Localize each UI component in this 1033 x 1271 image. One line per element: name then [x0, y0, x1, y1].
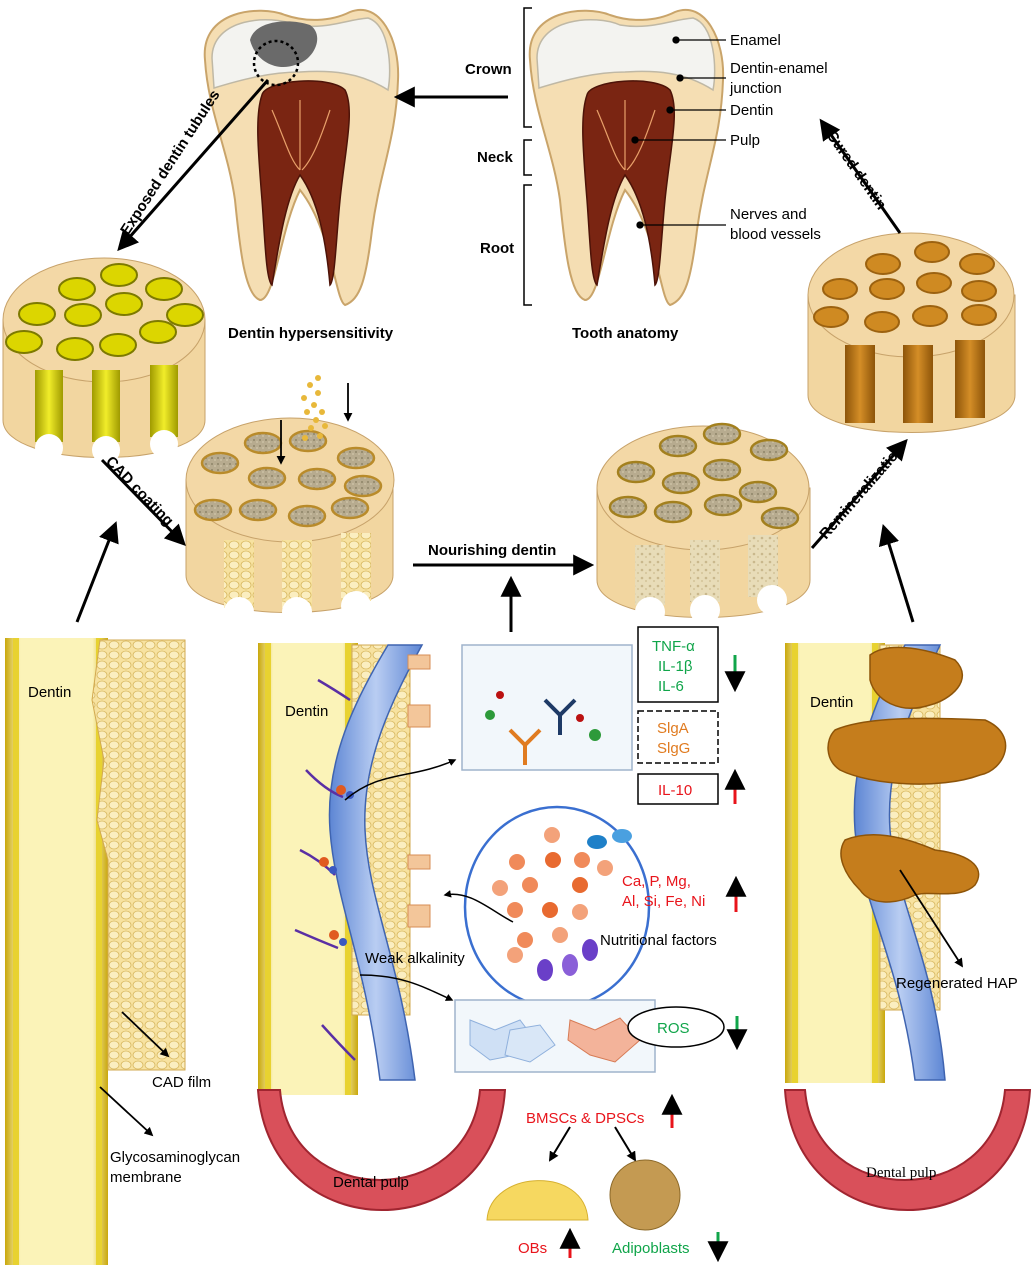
arrow-cad-coating: [100, 458, 186, 547]
label-nerves-2: blood vessels: [730, 226, 821, 243]
cylinder-exposed-tubules: [2, 257, 206, 464]
cytokines-box: [637, 626, 719, 703]
label-dental-pulp-mid: Dental pulp: [333, 1174, 409, 1191]
tooth-anatomy: [528, 8, 725, 307]
adipoblast-cell: [609, 1159, 681, 1231]
label-dej-2: junction: [729, 80, 782, 97]
label-adipoblasts: Adipoblasts: [612, 1240, 690, 1257]
ros-ellipse: [627, 1006, 725, 1048]
label-il10: IL-10: [658, 782, 692, 799]
label-tnf: TNF-α: [652, 638, 695, 655]
label-exposed-tubules: Exposed dentin tubules: [117, 87, 223, 238]
panel-left: [5, 638, 186, 1265]
label-tooth-anatomy: Tooth anatomy: [572, 325, 679, 342]
arrow-remineralization: [810, 438, 908, 549]
arrow-up-right: [878, 523, 915, 623]
cylinder-nourished: [596, 422, 811, 627]
label-dentin-right: Dentin: [810, 694, 853, 711]
antibodies-box: [637, 710, 719, 764]
label-cad-coating: CAD coating: [102, 453, 177, 530]
label-cad-film: CAD film: [152, 1074, 211, 1091]
label-il1b: IL-1β: [658, 658, 693, 675]
label-remineralization: Remineralization: [816, 441, 908, 543]
curve-arrow-nutrition: [443, 890, 514, 923]
exposed-area-marker: [252, 39, 300, 87]
label-nerves-1: Nerves and: [730, 206, 807, 223]
ob-cell: [486, 1180, 589, 1221]
label-gag-1: Glycosaminoglycan: [110, 1149, 240, 1166]
cylinder-cad-coating: [185, 375, 395, 627]
label-il6: IL-6: [658, 678, 684, 695]
label-obs: OBs: [518, 1240, 547, 1257]
label-gag-2: membrane: [110, 1169, 182, 1186]
cylinder-cured: [807, 232, 1016, 433]
label-nutritional-factors: Nutritional factors: [600, 932, 717, 949]
label-root: Root: [480, 240, 514, 257]
stem-cells: [469, 1017, 641, 1063]
label-enamel: Enamel: [730, 32, 781, 49]
arrow-to-adipo: [614, 1126, 637, 1162]
label-weak-alkalinity: Weak alkalinity: [365, 950, 465, 967]
il10-box: [637, 773, 719, 805]
arrow-gag: [99, 1086, 154, 1137]
antibody-icons: [485, 691, 601, 765]
label-siga: SlgA: [657, 720, 689, 737]
label-sigg: SlgG: [657, 740, 690, 757]
arrow-cured: [819, 118, 902, 234]
arrow-hap: [899, 869, 963, 968]
label-stem-cells: BMSCs & DPSCs: [526, 1110, 644, 1127]
label-dej-1: Dentin-enamel: [730, 60, 828, 77]
cytokine-box: [461, 644, 633, 771]
curve-arrow-cytokine: [344, 759, 457, 801]
label-cured-dentin: Cured dentin: [823, 128, 890, 214]
anatomy-leaders: [631, 36, 726, 229]
label-crown: Crown: [465, 61, 512, 78]
arrow-up-left: [75, 521, 119, 623]
label-dentin-mid: Dentin: [285, 703, 328, 720]
arrow-cad-film: [121, 1011, 170, 1058]
label-dental-pulp-right: Dental pulp: [866, 1165, 936, 1181]
tooth-hypersensitivity: [203, 8, 400, 307]
label-dentin-left: Dentin: [28, 684, 71, 701]
label-regenerated-hap: Regenerated HAP: [896, 975, 1018, 992]
label-ros: ROS: [657, 1020, 690, 1037]
arrow-to-obs: [548, 1126, 571, 1162]
label-ions-2: Al, Si, Fe, Ni: [622, 893, 705, 910]
label-pulp: Pulp: [730, 132, 760, 149]
nutrient-particles: [492, 827, 632, 981]
curve-arrow-cells: [359, 974, 454, 1001]
label-neck: Neck: [477, 149, 514, 166]
panel-right: [783, 643, 1032, 1211]
region-brackets: [523, 7, 532, 306]
label-dentin-hypersensitivity: Dentin hypersensitivity: [228, 325, 394, 342]
label-ions-1: Ca, P, Mg,: [622, 873, 691, 890]
panel-mid: [256, 643, 507, 1211]
label-nourishing: Nourishing dentin: [428, 542, 556, 559]
arrow-exposed: [117, 79, 270, 252]
label-dentin-anatomy: Dentin: [730, 102, 773, 119]
